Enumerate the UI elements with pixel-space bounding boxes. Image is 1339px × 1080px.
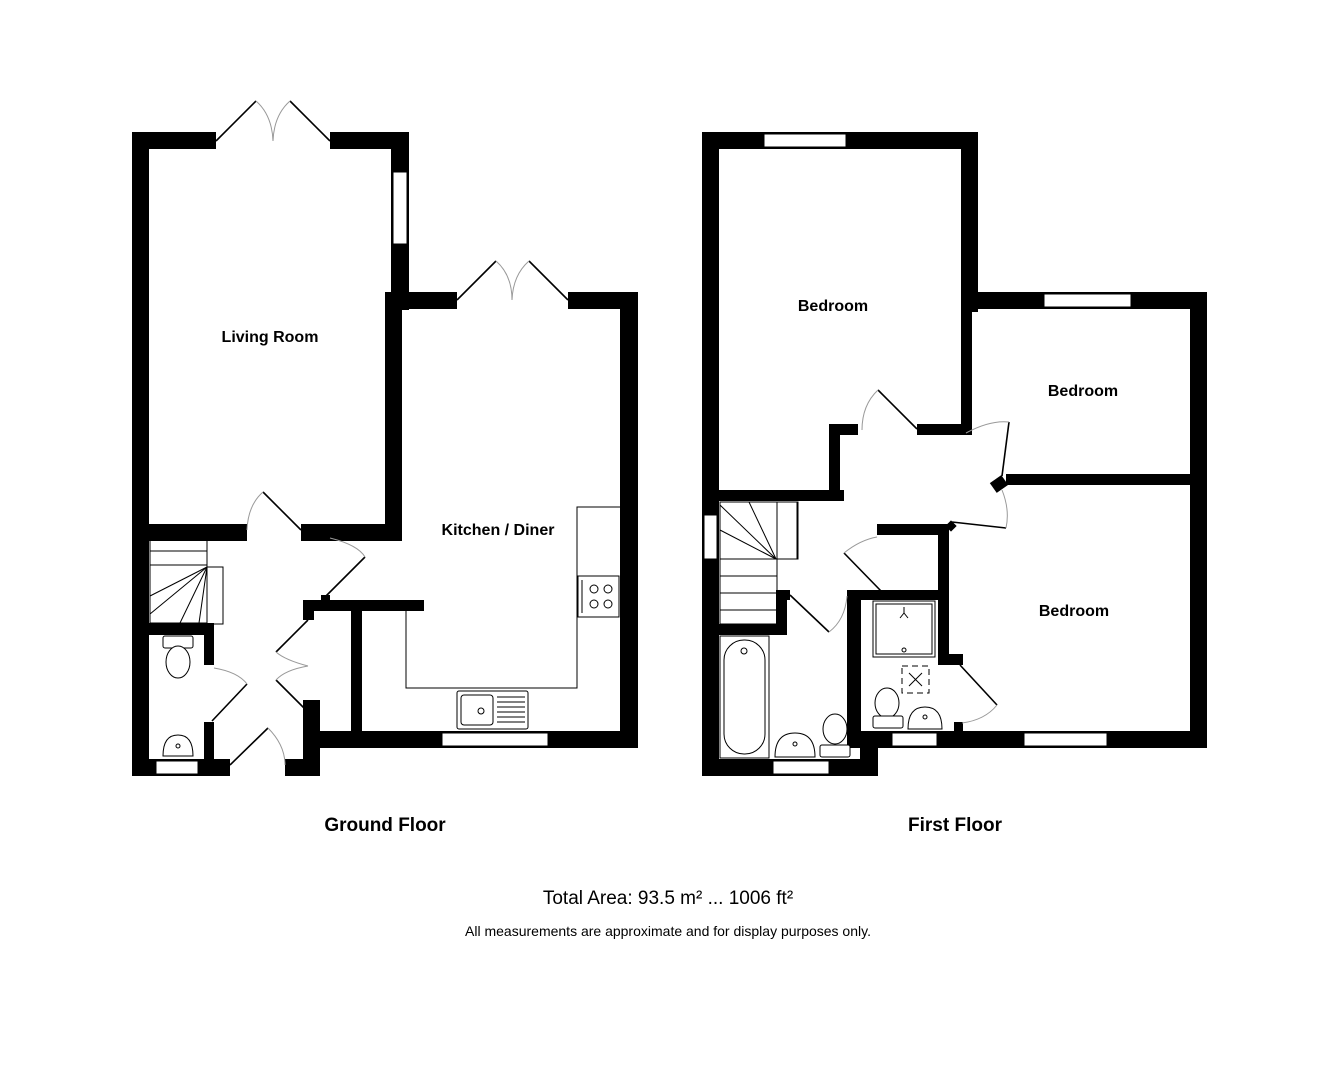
front-door-icon xyxy=(229,727,286,766)
window xyxy=(703,514,718,560)
cupboard-doors-icon xyxy=(275,619,309,713)
door-swing-icon xyxy=(965,421,1010,477)
hob-icon xyxy=(577,575,620,618)
extractor-fan-icon xyxy=(901,665,930,694)
window xyxy=(1043,293,1132,308)
basin-icon xyxy=(907,706,943,730)
total-area: Total Area: 93.5 m² ... 1006 ft² xyxy=(542,888,794,909)
sink-icon xyxy=(456,690,529,730)
first-floor-title: First Floor xyxy=(908,815,1002,836)
window xyxy=(1023,732,1108,747)
door-swing-icon xyxy=(959,664,998,724)
window xyxy=(392,171,408,245)
window xyxy=(763,133,847,148)
window xyxy=(441,732,549,747)
room-label-bedroom-2: Bedroom xyxy=(1048,383,1118,400)
french-doors-icon xyxy=(456,260,569,301)
window xyxy=(891,732,938,747)
door-swing-icon xyxy=(843,536,882,592)
door-swing-icon xyxy=(246,491,302,531)
room-label-living-room: Living Room xyxy=(222,329,319,346)
toilet-icon xyxy=(872,687,904,729)
door-swing-icon xyxy=(861,389,918,431)
room-label-bedroom-1: Bedroom xyxy=(798,298,868,315)
ground-floor-plan: Living Room Kitchen / Diner xyxy=(132,100,638,776)
door-swing-icon xyxy=(951,489,1008,529)
basin-icon xyxy=(774,732,816,758)
toilet-icon xyxy=(819,713,851,758)
door-swing-icon xyxy=(789,594,848,633)
shower-icon xyxy=(872,600,936,658)
window xyxy=(155,760,199,775)
bath-icon xyxy=(719,635,770,759)
toilet-icon xyxy=(162,635,194,679)
first-floor-plan: Bedroom Bedroom Bedroom xyxy=(702,132,1207,776)
staircase-icon xyxy=(149,536,224,625)
room-label-kitchen-diner: Kitchen / Diner xyxy=(442,522,555,539)
door-swing-icon xyxy=(211,667,248,722)
basin-icon xyxy=(162,734,194,757)
kitchen-worktop xyxy=(405,506,620,689)
room-label-bedroom-3: Bedroom xyxy=(1039,603,1109,620)
ground-floor-title: Ground Floor xyxy=(324,815,446,836)
disclaimer: All measurements are approximate and for… xyxy=(465,923,871,939)
window xyxy=(772,760,830,775)
door-swing-icon xyxy=(324,537,366,598)
french-doors-icon xyxy=(215,100,331,142)
